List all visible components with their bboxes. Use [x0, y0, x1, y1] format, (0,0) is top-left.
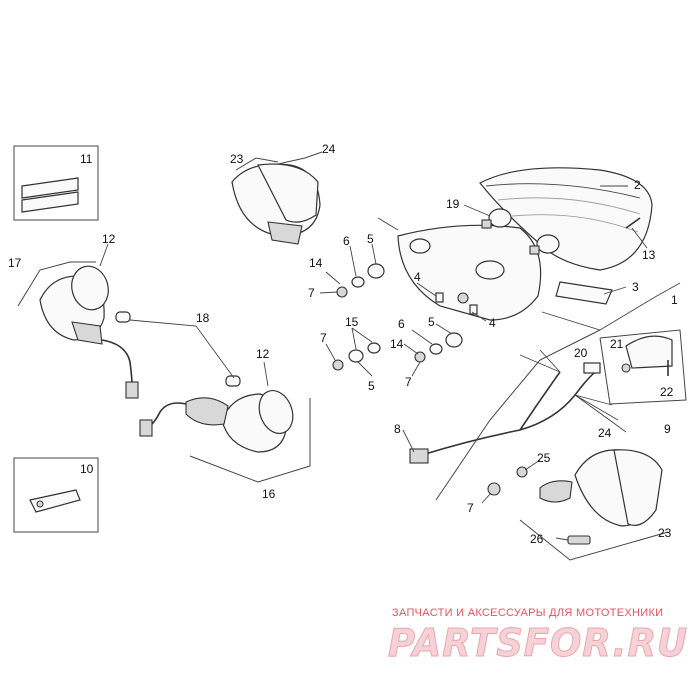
- callout-26: 26: [530, 532, 544, 546]
- callout-14b: 14: [390, 337, 404, 351]
- callout-5a: 5: [367, 232, 374, 246]
- callout-4b: 4: [489, 316, 496, 330]
- watermark-caption: ЗАПЧАСТИ И АКСЕССУАРЫ ДЛЯ МОТОТЕХНИКИ: [392, 607, 663, 619]
- callout-7a: 7: [308, 286, 315, 300]
- callout-7b: 7: [320, 331, 327, 345]
- callout-17: 17: [8, 256, 22, 270]
- watermark-logo: PARTSFOR.RU: [388, 621, 688, 665]
- wiring-harness: [409, 349, 627, 464]
- spacer-set-upper: [336, 263, 385, 298]
- callout-24a: 24: [322, 142, 336, 156]
- callout-5b: 5: [368, 379, 375, 393]
- tail-light-housing: [397, 224, 542, 321]
- callout-5c: 5: [428, 315, 435, 329]
- rear-right-indicator: [487, 449, 663, 545]
- callout-1: 1: [671, 293, 678, 307]
- callout-25: 25: [537, 451, 551, 465]
- tail-light-lens: [479, 167, 653, 271]
- callout-21: 21: [610, 337, 624, 351]
- callout-4a: 4: [414, 270, 421, 284]
- callout-12b: 12: [256, 347, 270, 361]
- callout-13: 13: [642, 248, 656, 262]
- callout-6a: 6: [343, 234, 350, 248]
- screw-13: [625, 217, 641, 229]
- callout-7d: 7: [467, 501, 474, 515]
- box-10-bracket: [13, 457, 99, 533]
- callout-2: 2: [634, 178, 641, 192]
- reflector-plate-3: [555, 281, 613, 305]
- callout-10: 10: [80, 462, 94, 476]
- callout-11: 11: [80, 152, 93, 166]
- spacers-4: [435, 292, 478, 315]
- callout-18: 18: [196, 311, 210, 325]
- callout-labels: 2 19 13 3 1 4 4 11 23 24 12 17 18 12 16 …: [8, 142, 678, 546]
- callout-15: 15: [345, 315, 359, 329]
- callout-12a: 12: [102, 232, 116, 246]
- callout-19: 19: [446, 197, 460, 211]
- callout-3: 3: [632, 280, 639, 294]
- bulb-19: [481, 208, 560, 255]
- front-left-indicator: [39, 265, 139, 399]
- license-plate-light: [599, 329, 687, 405]
- spacer-set-lower: [414, 332, 463, 363]
- callout-14a: 14: [309, 256, 323, 270]
- callout-6b: 6: [398, 317, 405, 331]
- callout-23b: 23: [658, 526, 672, 540]
- callout-24b: 24: [598, 426, 612, 440]
- callout-9: 9: [664, 422, 671, 436]
- callout-22: 22: [660, 385, 674, 399]
- callout-20: 20: [574, 346, 588, 360]
- rear-left-indicator: [139, 390, 294, 453]
- spacer-set-middle: [332, 342, 381, 371]
- callout-8: 8: [394, 422, 401, 436]
- box-11-reflector-stickers: [13, 145, 99, 221]
- front-indicator-top: [231, 163, 321, 245]
- indicator-bulbs: [115, 311, 241, 387]
- callout-23a: 23: [230, 152, 244, 166]
- callout-7c: 7: [405, 375, 412, 389]
- callout-16: 16: [262, 487, 276, 501]
